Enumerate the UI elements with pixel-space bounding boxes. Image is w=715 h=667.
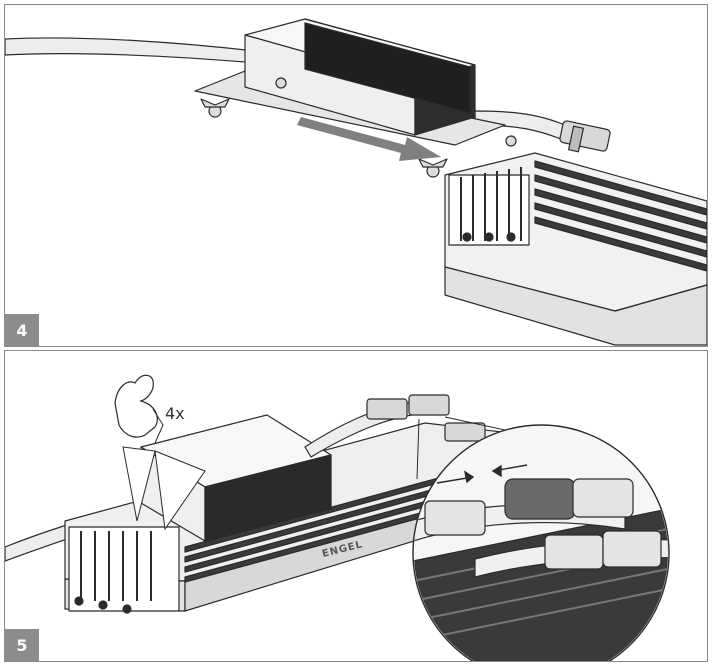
cable-connectors-top — [366, 394, 486, 442]
connector-pair — [424, 478, 634, 536]
magnifier-circle — [412, 424, 670, 661]
step-5-illustration: 4x ENGEL — [5, 374, 670, 661]
step-number-badge: 5 — [5, 629, 39, 661]
step-number-badge: 4 — [5, 314, 39, 346]
slide-arrow-icon — [297, 117, 441, 161]
wing-screws — [200, 77, 517, 178]
heat-sink-fins — [534, 160, 707, 272]
connector-pair-lower — [544, 530, 662, 570]
cable-connector — [559, 120, 611, 153]
driver-box — [244, 18, 476, 136]
step-4-panel: 4 — [4, 4, 708, 347]
flexed-arm-icon — [114, 374, 158, 438]
power-cable-left — [5, 37, 258, 64]
repeat-count-label: 4x — [165, 404, 185, 423]
pointer-bracket — [152, 408, 164, 444]
screw-callout-triangles — [122, 446, 206, 531]
step-5-panel: 4x ENGEL 5 — [4, 350, 708, 662]
push-together-arrows-icon — [436, 464, 528, 484]
fin-end-cap — [448, 167, 530, 246]
fin-end-cap — [68, 526, 180, 614]
step-4-illustration — [5, 18, 707, 346]
